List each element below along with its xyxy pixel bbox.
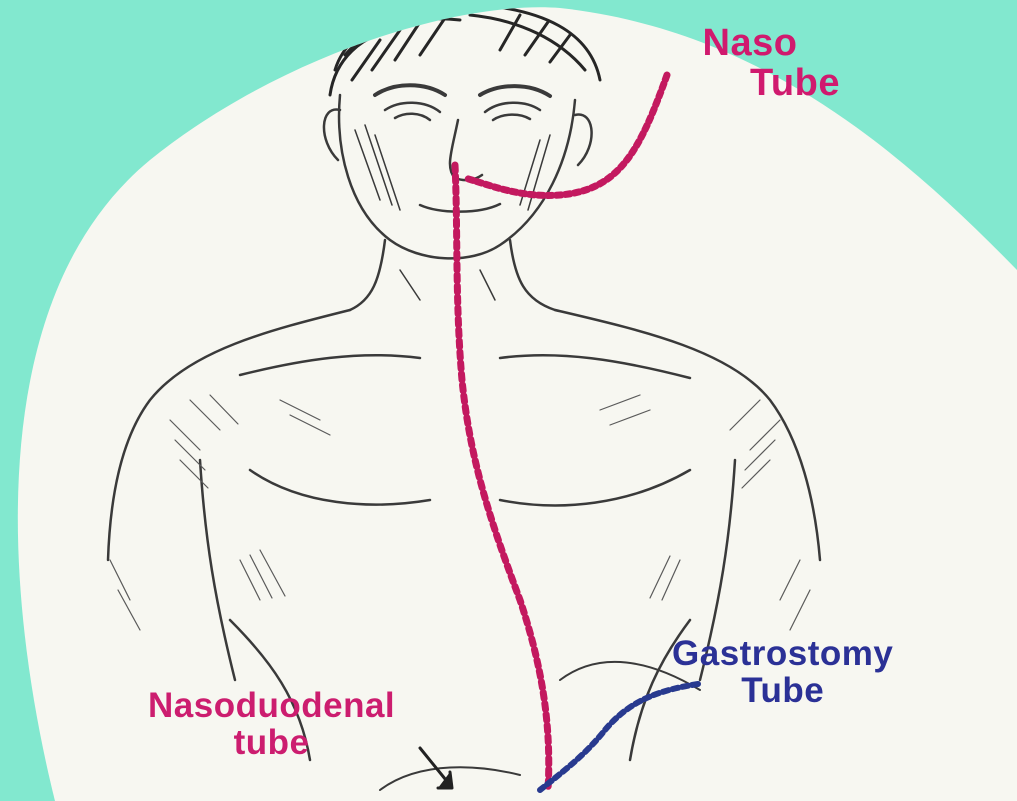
- nasogastric-label-line1: Naso: [660, 24, 840, 64]
- gastrostomy-label-line1: Gastrostomy: [672, 636, 893, 673]
- nasoduodenal-label-line1: Nasoduodenal: [148, 688, 395, 725]
- gastrostomy-tube-label: Gastrostomy Tube: [672, 636, 893, 710]
- nasoduodenal-tube-label: Nasoduodenal tube: [148, 688, 395, 762]
- gastrostomy-label-line2: Tube: [672, 673, 893, 710]
- nasogastric-tube-label: Naso Tube: [660, 24, 840, 104]
- nasogastric-label-line2: Tube: [750, 64, 840, 104]
- nasoduodenal-label-line2: tube: [148, 725, 395, 762]
